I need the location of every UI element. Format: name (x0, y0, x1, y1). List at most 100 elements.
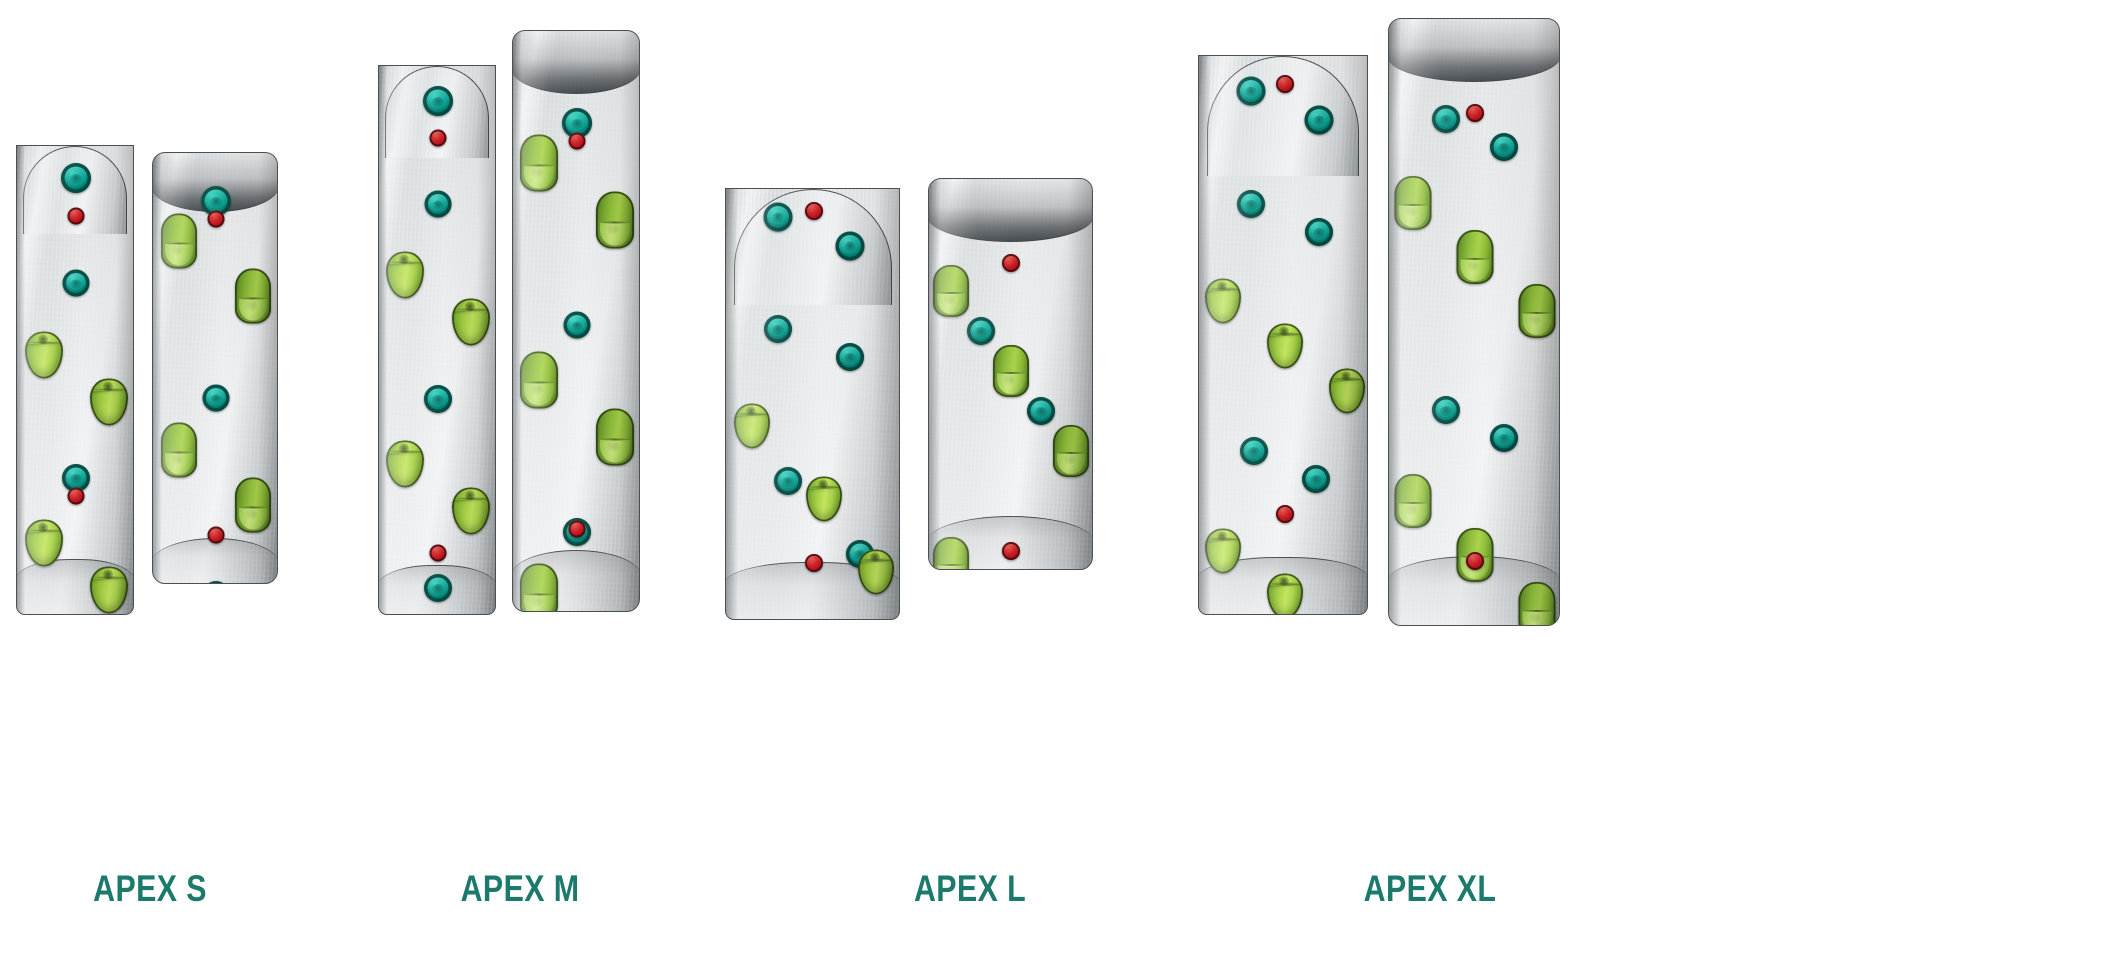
green-bullet[interactable] (1456, 230, 1494, 284)
green-bullet[interactable] (1518, 284, 1556, 338)
teal-port[interactable] (836, 343, 864, 371)
device-dome-cap-apex-xl-front (1207, 56, 1359, 176)
device-foot-apex-s-side (153, 538, 277, 583)
green-bullet-lip (936, 293, 966, 314)
teal-port[interactable] (1432, 396, 1460, 424)
teal-port[interactable] (1027, 397, 1055, 425)
green-bullet[interactable] (1518, 582, 1556, 625)
red-pin[interactable] (1466, 104, 1484, 122)
green-bullet[interactable] (235, 477, 271, 533)
green-bullet-lip (599, 439, 631, 463)
red-pin[interactable] (207, 210, 225, 228)
green-bullet[interactable] (858, 549, 894, 595)
teal-port[interactable] (1305, 218, 1333, 246)
teal-port[interactable] (1304, 105, 1334, 135)
red-pin[interactable] (429, 129, 447, 147)
green-bullet[interactable] (1329, 368, 1365, 414)
teal-port[interactable] (764, 315, 792, 343)
green-bullet[interactable] (596, 408, 634, 466)
device-shoulder-apex-m-side (513, 31, 639, 94)
device-body-apex-l-side (928, 178, 1093, 570)
green-bullet[interactable] (520, 134, 558, 192)
red-pin[interactable] (805, 202, 823, 220)
teal-port[interactable] (1237, 190, 1265, 218)
teal-port[interactable] (424, 385, 452, 413)
teal-port[interactable] (202, 581, 230, 583)
green-bullet[interactable] (452, 298, 490, 346)
green-bullet[interactable] (25, 331, 63, 379)
green-bullet-lip (523, 594, 555, 611)
red-pin[interactable] (1276, 505, 1294, 523)
green-bullet[interactable] (1053, 425, 1089, 477)
teal-port[interactable] (1432, 105, 1460, 133)
green-bullet[interactable] (1394, 176, 1432, 230)
green-bullet[interactable] (734, 403, 770, 449)
teal-port[interactable] (423, 86, 453, 116)
teal-port[interactable] (1240, 437, 1268, 465)
green-bullet[interactable] (806, 476, 842, 522)
red-pin[interactable] (207, 526, 225, 544)
green-bullet[interactable] (1205, 528, 1241, 574)
green-bullet[interactable] (452, 487, 490, 535)
device-body-apex-xl-side (1388, 18, 1560, 626)
product-group-apex-s: APEX S (0, 0, 300, 962)
green-bullet-lip (1056, 453, 1086, 474)
red-pin[interactable] (67, 487, 85, 505)
red-pin[interactable] (1002, 254, 1020, 272)
green-bullet[interactable] (596, 191, 634, 249)
teal-port[interactable] (62, 464, 90, 492)
red-pin[interactable] (1002, 542, 1020, 560)
teal-port[interactable] (424, 574, 452, 602)
teal-port[interactable] (1490, 133, 1518, 161)
teal-port[interactable] (763, 202, 793, 232)
teal-port[interactable] (835, 231, 865, 261)
device-body-apex-l-front (725, 188, 900, 620)
device-body-apex-m-side (512, 30, 640, 612)
teal-port[interactable] (424, 190, 452, 218)
green-bullet-lip (1398, 205, 1428, 227)
red-pin[interactable] (805, 554, 823, 572)
teal-port[interactable] (967, 317, 995, 345)
green-bullet[interactable] (520, 351, 558, 409)
green-bullet[interactable] (1267, 573, 1303, 614)
green-bullet-lip (1522, 611, 1552, 625)
teal-port[interactable] (202, 384, 230, 412)
green-bullet-lip (1398, 503, 1428, 525)
green-bullet[interactable] (25, 519, 63, 567)
green-bullet[interactable] (161, 422, 197, 478)
device-shoulder-apex-l-side (929, 179, 1092, 242)
green-bullet-lip (523, 382, 555, 406)
device-shoulder-apex-xl-side (1389, 19, 1559, 82)
green-bullet-lip (164, 243, 194, 266)
green-bullet[interactable] (1394, 474, 1432, 528)
green-bullet[interactable] (933, 265, 969, 317)
teal-port[interactable] (1236, 76, 1266, 106)
teal-port[interactable] (62, 269, 90, 297)
product-label-apex-l: APEX L (913, 868, 1027, 909)
red-pin[interactable] (568, 132, 586, 150)
teal-port[interactable] (61, 163, 91, 193)
green-bullet[interactable] (235, 268, 271, 324)
red-pin[interactable] (1276, 75, 1294, 93)
red-pin[interactable] (67, 207, 85, 225)
teal-port[interactable] (563, 311, 591, 339)
red-pin[interactable] (429, 544, 447, 562)
green-bullet[interactable] (933, 537, 969, 569)
green-bullet-lip (238, 507, 268, 530)
green-bullet[interactable] (90, 378, 128, 426)
red-pin[interactable] (568, 520, 586, 538)
green-bullet[interactable] (386, 440, 424, 488)
teal-port[interactable] (1302, 465, 1330, 493)
teal-port[interactable] (774, 467, 802, 495)
green-bullet[interactable] (90, 566, 128, 614)
red-pin[interactable] (1466, 552, 1484, 570)
green-bullet[interactable] (1267, 323, 1303, 369)
green-bullet[interactable] (520, 563, 558, 611)
green-bullet[interactable] (1205, 278, 1241, 324)
green-bullet[interactable] (161, 213, 197, 269)
teal-port[interactable] (1490, 424, 1518, 452)
green-bullet[interactable] (993, 345, 1029, 397)
green-bullet-lip (1522, 313, 1552, 335)
green-bullet[interactable] (386, 251, 424, 299)
